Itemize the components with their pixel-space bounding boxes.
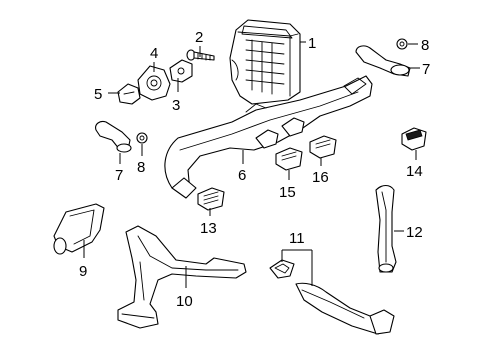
callout-7-left: 7 — [115, 167, 123, 184]
callout-8-right: 8 — [421, 37, 429, 54]
part-11-rear-duct — [295, 282, 395, 335]
part-8-washer-left — [136, 132, 148, 144]
callout-7-right: 7 — [422, 61, 430, 78]
callout-16: 16 — [312, 169, 329, 186]
callout-14: 14 — [406, 163, 423, 180]
callout-12: 12 — [406, 224, 423, 241]
part-6-main-duct — [164, 75, 373, 199]
part-7-pipe-left — [95, 120, 132, 153]
callout-1: 1 — [308, 35, 316, 52]
callout-6: 6 — [238, 167, 246, 184]
callout-15: 15 — [279, 184, 296, 201]
callout-labels: 1 2 3 4 5 6 7 7 8 8 9 10 11 12 13 14 15 … — [79, 29, 430, 310]
part-13-vent-nozzle — [197, 187, 225, 211]
leader-lines — [83, 41, 420, 288]
part-12-side-duct — [375, 184, 397, 273]
part-9-floor-duct — [53, 203, 105, 255]
callout-10: 10 — [176, 293, 193, 310]
part-4-actuator — [137, 65, 171, 101]
callout-3: 3 — [172, 97, 180, 114]
callout-11: 11 — [289, 230, 305, 247]
part-8-washer-right — [396, 38, 408, 50]
part-16-vent-nozzle — [309, 135, 337, 159]
part-3-bracket — [169, 59, 193, 83]
callout-9: 9 — [79, 263, 87, 280]
part-5-connector — [117, 83, 141, 105]
part-7-pipe-right — [355, 45, 411, 77]
callout-5: 5 — [94, 86, 102, 103]
callout-8-left: 8 — [137, 159, 145, 176]
callout-2: 2 — [195, 29, 203, 46]
callout-13: 13 — [200, 220, 217, 237]
part-11-gasket — [269, 259, 295, 279]
part-2-screw — [186, 49, 215, 61]
part-14-vent-nozzle — [401, 127, 427, 151]
part-1-heater-housing — [229, 19, 301, 105]
part-15-vent-nozzle — [275, 147, 303, 171]
callout-4: 4 — [150, 45, 158, 62]
part-10-rear-duct — [117, 225, 247, 329]
